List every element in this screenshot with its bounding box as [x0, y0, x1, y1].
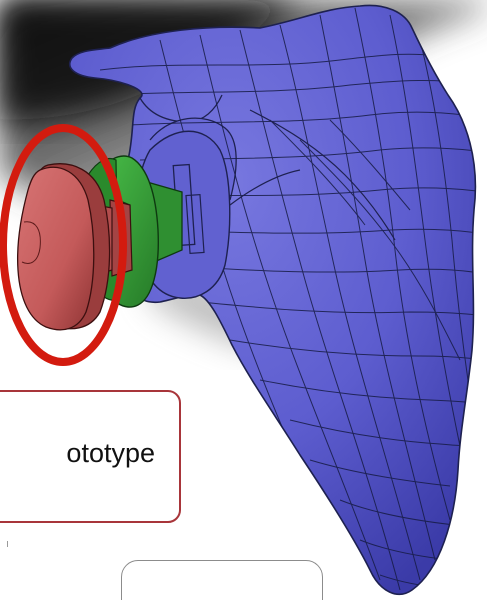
callout-box: ototype	[0, 390, 181, 523]
small-tick-mark	[7, 541, 8, 547]
bottom-rounded-box	[121, 560, 323, 600]
callout-text: ototype	[66, 436, 155, 470]
